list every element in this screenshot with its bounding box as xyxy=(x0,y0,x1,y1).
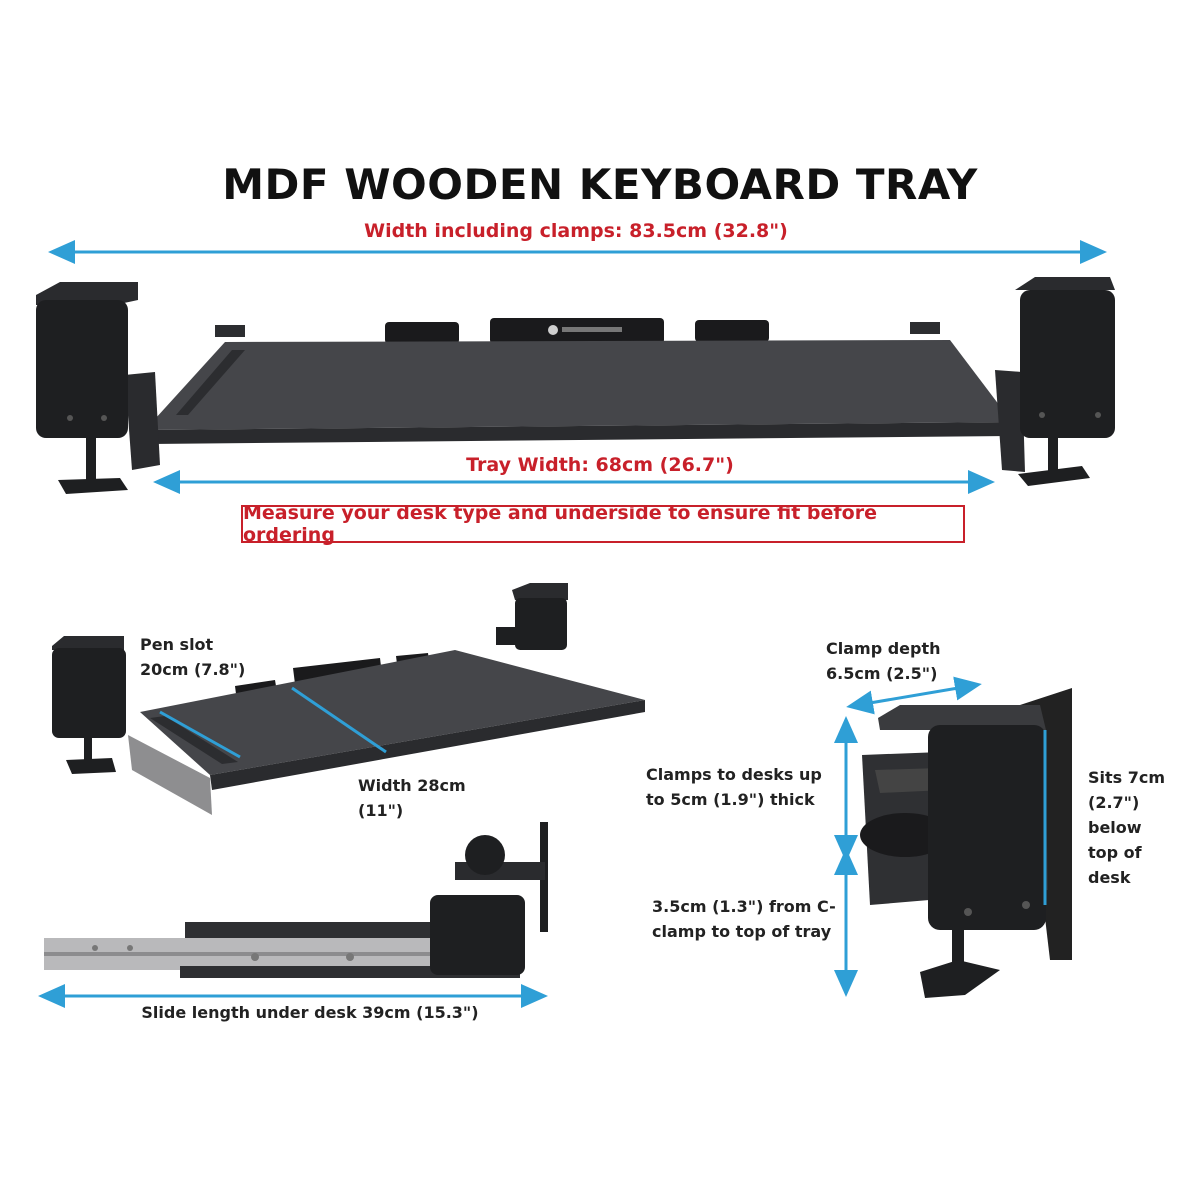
slide-clamp-knob xyxy=(465,835,505,875)
right-clamp-knob xyxy=(1018,466,1090,486)
c-clamp-to-tray-label: 3.5cm (1.3") from C-clamp to top of tray xyxy=(652,897,836,941)
detail-clamp-knob xyxy=(920,960,1000,998)
tray-top xyxy=(145,340,1012,430)
tray-edge xyxy=(145,422,1012,444)
angled-tray-illustration xyxy=(52,583,645,815)
left-clamp-screw xyxy=(86,438,96,480)
page-title: MDF WOODEN KEYBOARD TRAY xyxy=(222,160,978,209)
side-arm-left xyxy=(125,372,160,470)
pen-slot-label: Pen slot 20cm (7.8") xyxy=(140,635,246,679)
measure-notice-text: Measure your desk type and underside to … xyxy=(243,502,877,546)
measure-notice-box: Measure your desk type and underside to … xyxy=(241,502,965,546)
sits-below-label: Sits 7cm (2.7") below top of desk xyxy=(1088,768,1166,887)
angled-slide-rail xyxy=(128,735,212,815)
width-including-clamps-label: Width including clamps: 83.5cm (32.8") xyxy=(364,220,788,242)
angled-clamp-body xyxy=(52,648,126,738)
left-clamp-body xyxy=(36,300,128,438)
side-arm-right xyxy=(995,370,1025,472)
clamp-detail-illustration xyxy=(860,688,1072,998)
tray-width-label: Tray Width: 68cm (26.7") xyxy=(350,454,850,476)
left-clamp-top xyxy=(36,282,138,305)
clamp-depth-label: Clamp depth 6.5cm (2.5") xyxy=(826,639,941,683)
brand-logo-icon xyxy=(548,325,558,335)
pen-slot-measure-line xyxy=(159,710,241,759)
angled-pen-slot xyxy=(150,716,238,764)
right-clamp-body xyxy=(1020,290,1115,438)
slide-length-label: Slide length under desk 39cm (15.3") xyxy=(141,1003,479,1022)
left-clamp-knob xyxy=(58,478,128,494)
wrist-pad-right xyxy=(695,320,769,342)
rail-left xyxy=(215,325,245,337)
rail-right xyxy=(910,322,940,334)
slide-rail-illustration xyxy=(44,822,548,978)
width-label: Width 28cm (11") xyxy=(358,776,466,820)
right-clamp-screw xyxy=(1048,438,1058,476)
angled-tray-top xyxy=(140,650,645,775)
detail-clamp-body xyxy=(928,725,1046,930)
pen-slot xyxy=(176,350,245,415)
width-measure-line xyxy=(291,686,387,754)
brand-logo-text xyxy=(562,327,622,332)
full-tray-illustration xyxy=(36,277,1115,494)
clamp-depth-arrow xyxy=(846,676,982,715)
slide-clamp-body xyxy=(430,895,525,975)
wrist-pad-left xyxy=(385,322,459,344)
right-clamp-top xyxy=(1015,277,1115,290)
clamps-thickness-label: Clamps to desks up to 5cm (1.9") thick xyxy=(646,765,822,809)
